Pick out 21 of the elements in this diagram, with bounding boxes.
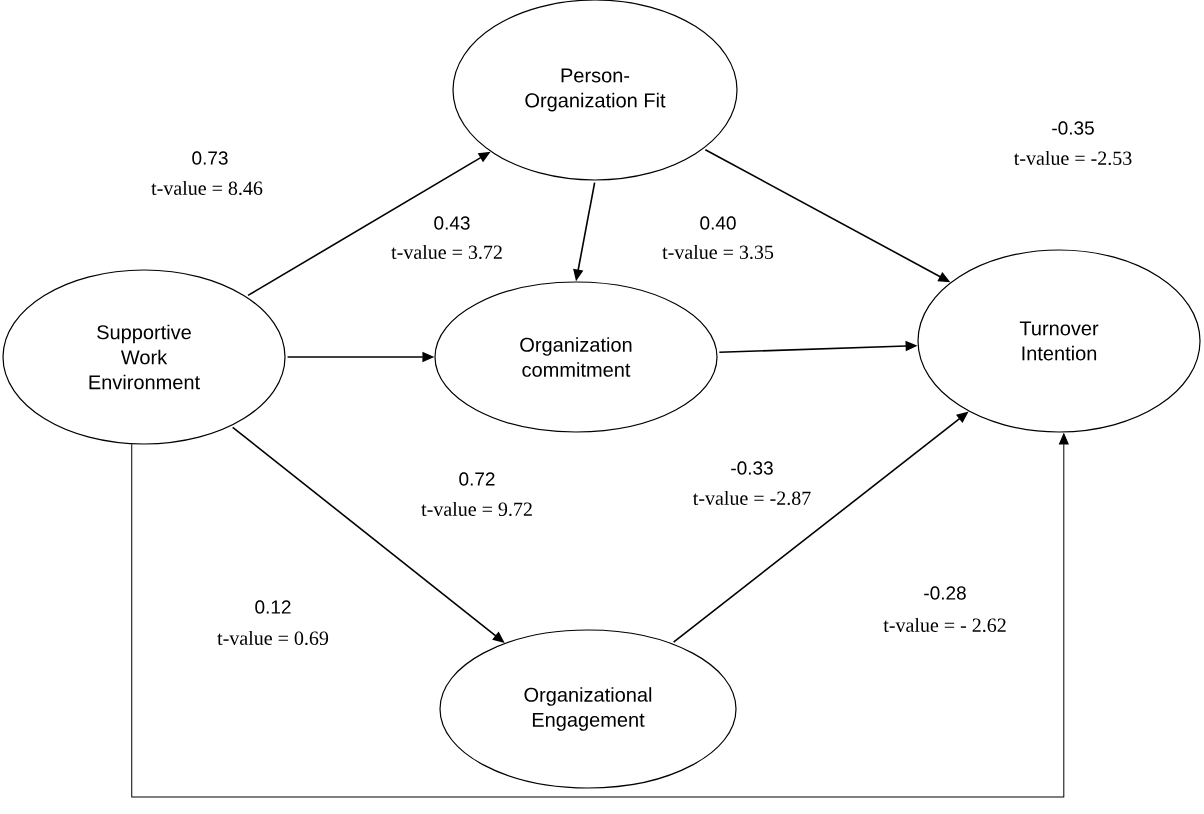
path-coefficient: t-value = -2.53 bbox=[1013, 150, 1132, 166]
path-coefficient: -0.28 bbox=[924, 586, 966, 600]
ellipse-node: Supportive Work Environment bbox=[2, 269, 286, 445]
path-coefficient: 0.73 bbox=[192, 151, 228, 165]
arrow bbox=[131, 433, 1069, 798]
path-coefficient: -0.33 bbox=[731, 461, 773, 475]
path-coefficient: t-value = 3.35 bbox=[662, 244, 774, 260]
path-coefficient: t-value = -2.87 bbox=[692, 490, 811, 506]
path-coefficient: 0.12 bbox=[255, 600, 291, 614]
path-coefficient: 0.43 bbox=[434, 216, 470, 230]
path-coefficient: 0.72 bbox=[459, 472, 495, 486]
ellipse-node: Turnover Intention bbox=[917, 249, 1201, 433]
ellipse-node: Organization commitment bbox=[434, 281, 718, 433]
path-coefficient: -0.35 bbox=[1052, 121, 1094, 135]
path-coefficient: t-value = 0.69 bbox=[217, 630, 329, 646]
path-coefficient: 0.40 bbox=[700, 216, 736, 230]
ellipse-node: Organizational Engagement bbox=[439, 629, 737, 789]
path-coefficient: t-value = 3.72 bbox=[391, 244, 502, 260]
path-coefficient: t-value = - 2.62 bbox=[883, 617, 1006, 633]
path-coefficient: t-value = 8.46 bbox=[151, 180, 263, 196]
path-coefficient: t-value = 9.72 bbox=[421, 501, 532, 517]
